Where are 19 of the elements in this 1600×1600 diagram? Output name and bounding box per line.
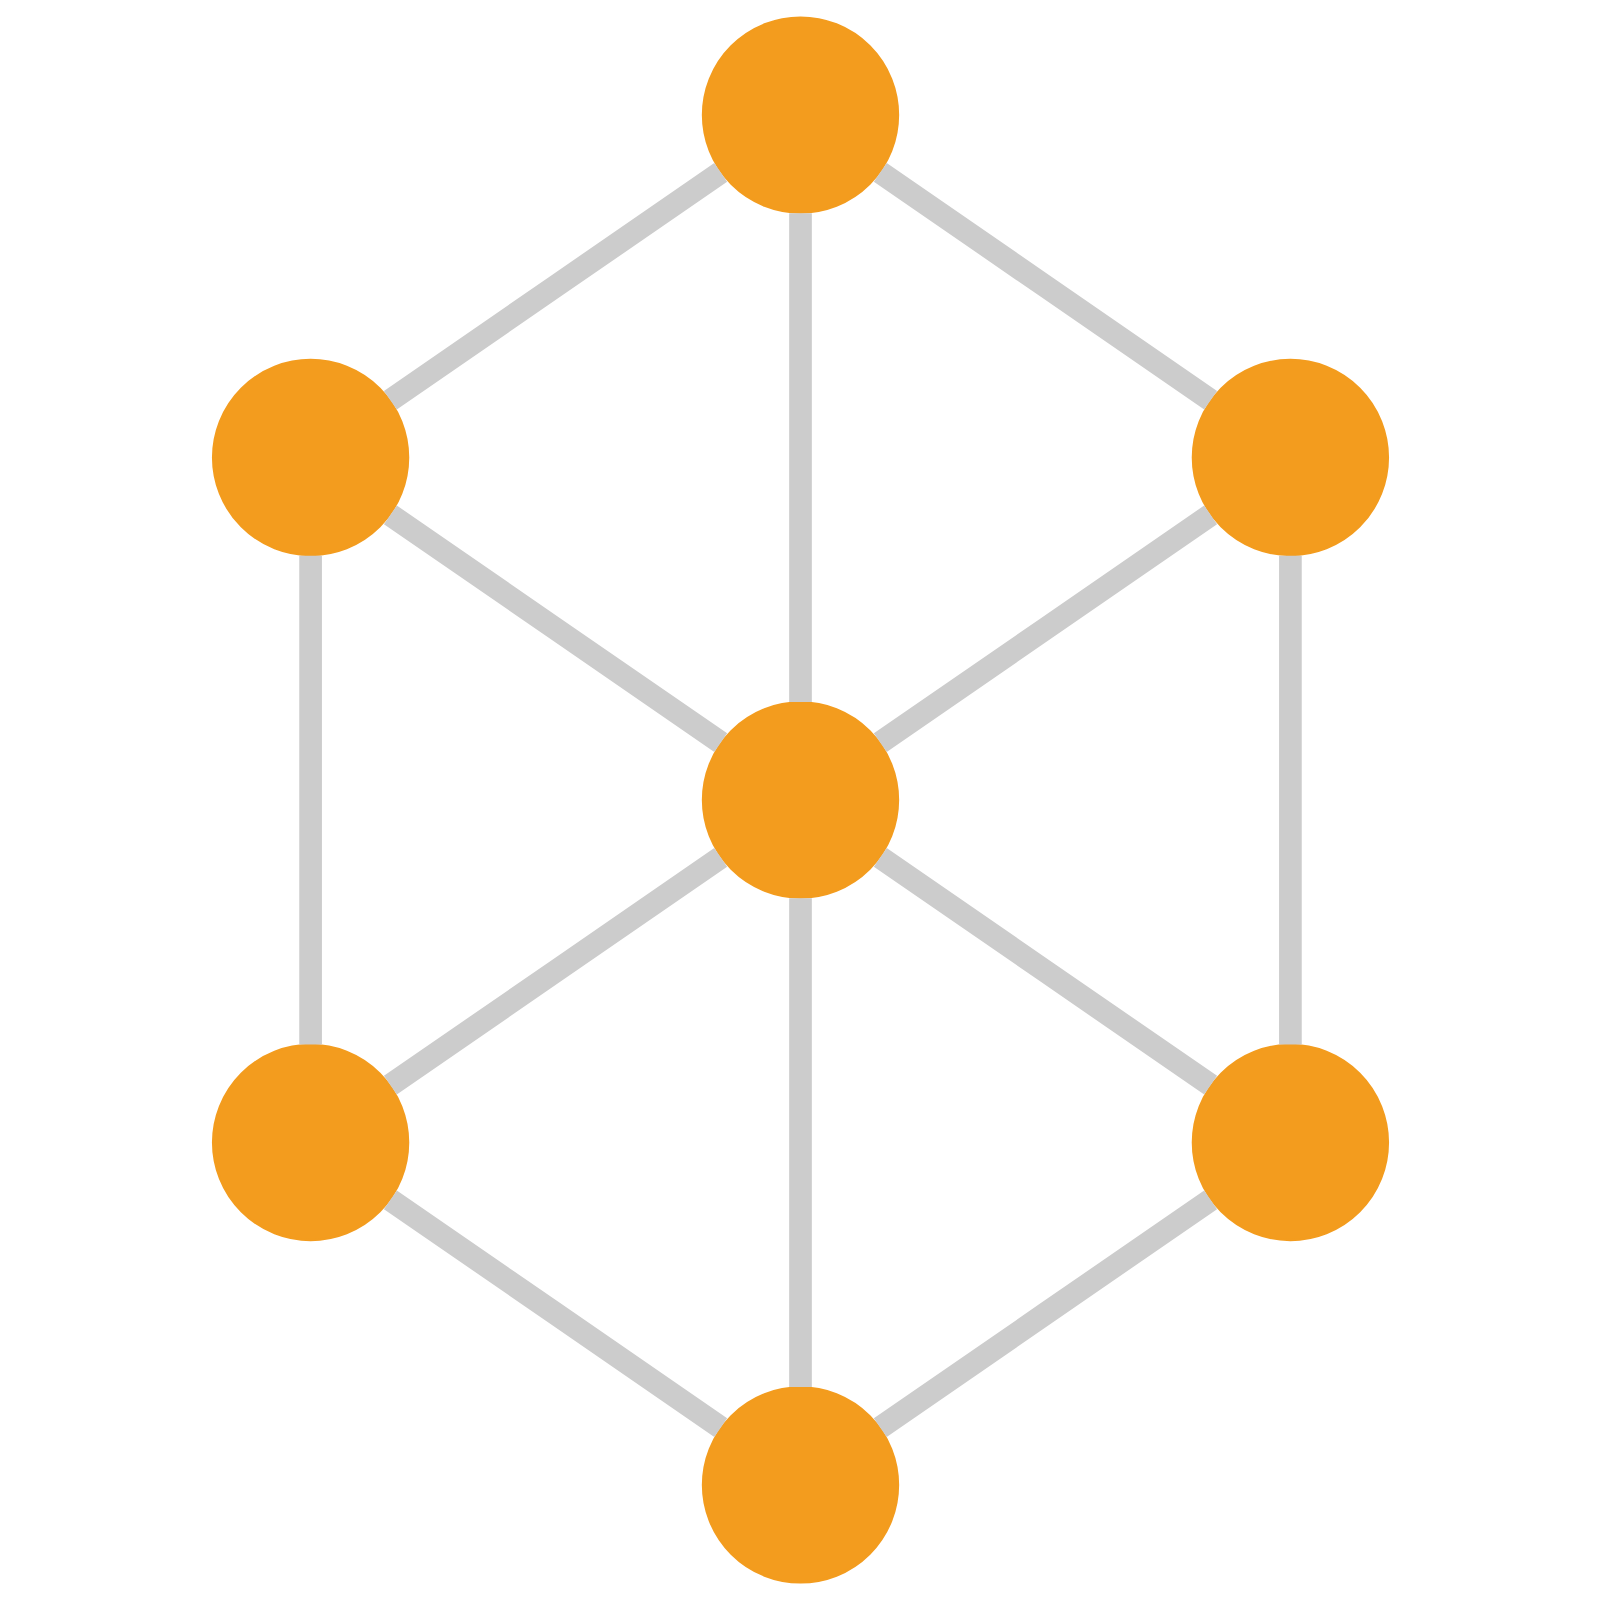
connector: [383, 505, 727, 753]
connector: [383, 163, 727, 410]
connector: [873, 505, 1217, 753]
connector: [298, 555, 322, 1045]
connector: [788, 898, 812, 1387]
node-circle: [211, 358, 409, 557]
connector: [873, 1190, 1217, 1437]
connector: [383, 1190, 727, 1437]
connector: [1278, 555, 1302, 1045]
connector: [788, 213, 812, 703]
node-circle: [1191, 1043, 1389, 1242]
connector: [873, 847, 1217, 1095]
connector: [383, 847, 727, 1095]
node-circle: [211, 1043, 409, 1242]
connector: [873, 163, 1217, 410]
node-circle: [1191, 358, 1389, 557]
node-circle: [701, 1386, 899, 1584]
node-circle: [701, 701, 899, 899]
node-circle: [701, 16, 899, 214]
